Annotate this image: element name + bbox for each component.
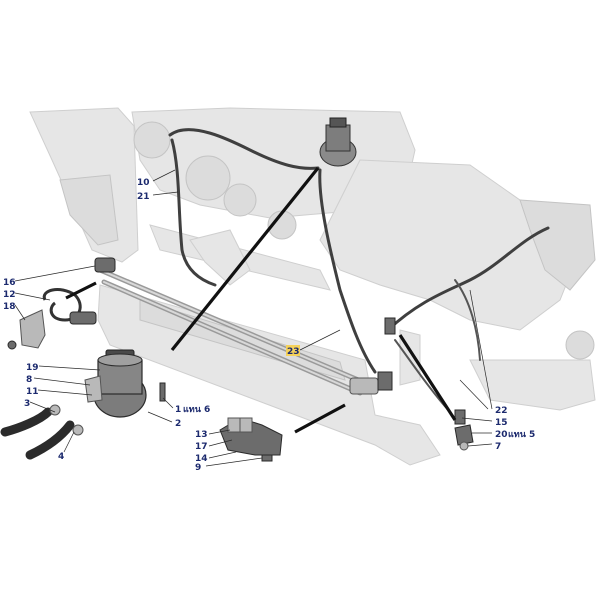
pulley-ghost (223, 183, 257, 217)
clamp-17b (239, 417, 253, 433)
clamp-4 (72, 424, 84, 436)
callout-22[interactable]: 22 (495, 406, 508, 416)
reservoir-19 (93, 349, 147, 418)
callout-3[interactable]: 3 (24, 399, 30, 409)
upper-hose (168, 128, 320, 170)
callout-15[interactable]: 15 (495, 418, 508, 428)
callout-7[interactable]: 7 (495, 442, 501, 452)
callout-14[interactable]: 14 (195, 454, 208, 464)
callout-13[interactable]: 13 (195, 430, 208, 440)
hose-4 (25, 420, 75, 460)
bolt-1-icon (159, 382, 166, 402)
callout-10[interactable]: 10 (137, 178, 150, 188)
leader-lines (14, 169, 493, 467)
lower-arm-ghost (469, 359, 596, 411)
hose-loop-12 (42, 288, 82, 322)
callout-23-highlight (286, 345, 300, 356)
bolt-icon (7, 340, 17, 350)
callout-20[interactable]: 20 (495, 430, 508, 440)
assembly-arrows (65, 166, 457, 434)
callout-11[interactable]: 11 (26, 387, 39, 397)
right-fitting (349, 377, 379, 395)
callout-17[interactable]: 17 (195, 442, 208, 452)
callout-8[interactable]: 8 (26, 375, 32, 385)
callout-20-suffix: แทน 5 (508, 430, 535, 440)
callout-12[interactable]: 12 (3, 290, 16, 300)
left-bracket-ghost (59, 174, 119, 246)
callout-21[interactable]: 21 (137, 192, 150, 202)
callout-1[interactable]: 1 (175, 405, 181, 415)
arrow-line-right (398, 334, 457, 421)
callout-1-suffix: แทน 6 (183, 405, 210, 415)
pulley-ghost (185, 155, 231, 201)
callout-16[interactable]: 16 (3, 278, 16, 288)
callout-18[interactable]: 18 (3, 302, 16, 312)
callout-19[interactable]: 19 (26, 363, 39, 373)
suspension-arm-ghost (519, 199, 596, 291)
callout-4[interactable]: 4 (58, 452, 64, 462)
pulley-ghost (133, 121, 171, 159)
hose-assembly (94, 117, 550, 425)
nut-7-icon (459, 441, 469, 451)
right-hose (386, 226, 550, 332)
hose-clamp-12 (69, 311, 97, 325)
arrow-line-bracket (65, 281, 97, 300)
bolt-9-icon (261, 454, 273, 462)
clip-fitting (384, 317, 396, 335)
bracket-18 (19, 309, 46, 349)
arrow-line-reservoir (170, 166, 320, 352)
clamp-20 (454, 424, 474, 446)
callout-labels: 10 21 16 12 18 19 8 11 3 4 1 แทน 6 2 13 … (3, 178, 535, 473)
right-drop-hose (454, 279, 481, 361)
rack-connection (377, 371, 393, 391)
left-fitting (94, 257, 116, 273)
clamp-3 (49, 404, 61, 416)
reservoir-bracket (84, 375, 103, 403)
callout-9[interactable]: 9 (195, 463, 201, 473)
callout-2[interactable]: 2 (175, 419, 181, 429)
hose-3 (0, 407, 53, 437)
callout-23[interactable]: 23 (287, 347, 300, 357)
hose-clamp-15 (454, 409, 466, 425)
exploded-parts (0, 288, 474, 462)
reservoir-feed-hose (318, 168, 377, 374)
left-hose (170, 138, 217, 287)
coil-spring-ghost (565, 330, 595, 360)
arrow-line-clamp (294, 403, 346, 434)
reservoir-installed (319, 117, 357, 167)
